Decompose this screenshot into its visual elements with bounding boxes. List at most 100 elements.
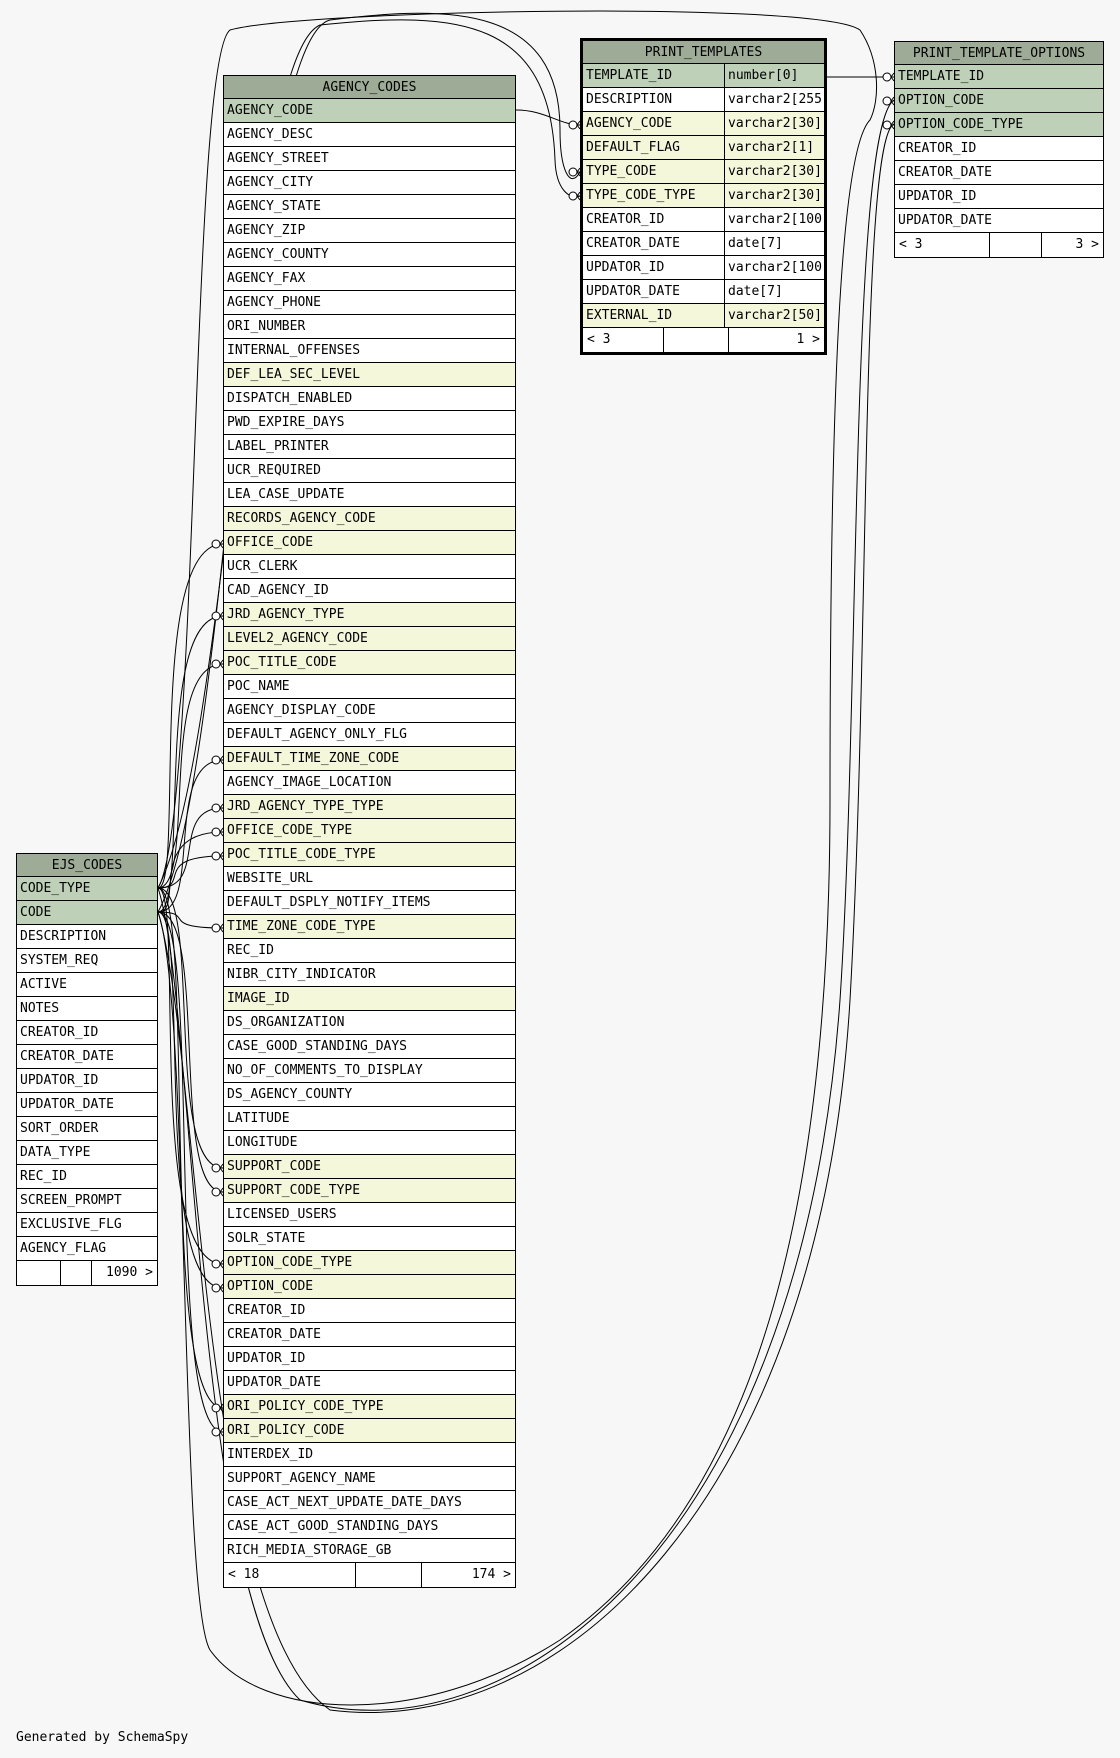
column-row[interactable]: LABEL_PRINTER [224, 435, 515, 459]
column-row[interactable]: ACTIVE [17, 973, 157, 997]
column-row[interactable]: UPDATOR_ID [895, 185, 1103, 209]
column-row[interactable]: SOLR_STATE [224, 1227, 515, 1251]
column-row[interactable]: DATA_TYPE [17, 1141, 157, 1165]
column-row[interactable]: NIBR_CITY_INDICATOR [224, 963, 515, 987]
column-row[interactable]: AGENCY_ZIP [224, 219, 515, 243]
column-row[interactable]: AGENCY_CITY [224, 171, 515, 195]
column-row[interactable]: AGENCY_DESC [224, 123, 515, 147]
column-row[interactable]: AGENCY_STATE [224, 195, 515, 219]
parent-count[interactable]: < 3 [895, 233, 990, 257]
column-row[interactable]: CASE_ACT_NEXT_UPDATE_DATE_DAYS [224, 1491, 515, 1515]
column-row[interactable]: SUPPORT_CODE_TYPE [224, 1179, 515, 1203]
column-row[interactable]: OPTION_CODE [895, 89, 1103, 113]
column-row[interactable]: CREATOR_DATE [224, 1323, 515, 1347]
column-row[interactable]: JRD_AGENCY_TYPE [224, 603, 515, 627]
column-row[interactable]: LICENSED_USERS [224, 1203, 515, 1227]
parent-count[interactable]: < 3 [583, 328, 664, 352]
column-row[interactable]: RICH_MEDIA_STORAGE_GB [224, 1539, 515, 1563]
table-title[interactable]: EJS_CODES [17, 854, 157, 877]
column-row[interactable]: DEFAULT_TIME_ZONE_CODE [224, 747, 515, 771]
column-row[interactable]: AGENCY_DISPLAY_CODE [224, 699, 515, 723]
column-row[interactable]: RECORDS_AGENCY_CODE [224, 507, 515, 531]
column-row[interactable]: LEVEL2_AGENCY_CODE [224, 627, 515, 651]
column-row[interactable]: CREATOR_ID [224, 1299, 515, 1323]
column-row[interactable]: CASE_ACT_GOOD_STANDING_DAYS [224, 1515, 515, 1539]
child-count[interactable]: 3 > [1075, 237, 1099, 252]
column-row[interactable]: CREATOR_DATE [895, 161, 1103, 185]
column-row[interactable]: DEFAULT_DSPLY_NOTIFY_ITEMS [224, 891, 515, 915]
column-row[interactable]: DS_ORGANIZATION [224, 1011, 515, 1035]
column-row[interactable]: NOTES [17, 997, 157, 1021]
column-row[interactable]: NO_OF_COMMENTS_TO_DISPLAY [224, 1059, 515, 1083]
parent-count[interactable]: < 18 [224, 1563, 356, 1587]
column-row[interactable]: AGENCY_COUNTY [224, 243, 515, 267]
column-row[interactable]: UPDATOR_ID [224, 1347, 515, 1371]
column-row[interactable]: CASE_GOOD_STANDING_DAYS [224, 1035, 515, 1059]
column-row[interactable]: INTERDEX_ID [224, 1443, 515, 1467]
column-row[interactable]: REC_ID [224, 939, 515, 963]
column-row[interactable]: LEA_CASE_UPDATE [224, 483, 515, 507]
column-row[interactable]: LONGITUDE [224, 1131, 515, 1155]
column-row[interactable]: OFFICE_CODE_TYPE [224, 819, 515, 843]
column-row[interactable]: UPDATOR_DATE [17, 1093, 157, 1117]
column-row[interactable]: AGENCY_CODE [224, 99, 515, 123]
column-row[interactable]: SYSTEM_REQ [17, 949, 157, 973]
column-row[interactable]: IMAGE_ID [224, 987, 515, 1011]
column-row[interactable]: UCR_CLERK [224, 555, 515, 579]
column-row[interactable]: CREATOR_DATE [17, 1045, 157, 1069]
column-row[interactable]: JRD_AGENCY_TYPE_TYPE [224, 795, 515, 819]
child-count[interactable]: 1090 > [106, 1265, 153, 1280]
table-title[interactable]: PRINT_TEMPLATE_OPTIONS [895, 42, 1103, 65]
column-row[interactable]: AGENCY_STREET [224, 147, 515, 171]
column-row[interactable]: UCR_REQUIRED [224, 459, 515, 483]
column-row[interactable]: TEMPLATE_ID [895, 65, 1103, 89]
column-row[interactable]: AGENCY_PHONE [224, 291, 515, 315]
table-title[interactable]: AGENCY_CODES [224, 76, 515, 99]
column-row[interactable]: DEF_LEA_SEC_LEVEL [224, 363, 515, 387]
column-row[interactable]: ORI_NUMBER [224, 315, 515, 339]
column-row[interactable]: SCREEN_PROMPT [17, 1189, 157, 1213]
column-row[interactable]: UPDATOR_ID [17, 1069, 157, 1093]
column-row[interactable]: SORT_ORDER [17, 1117, 157, 1141]
column-row[interactable]: REC_ID [17, 1165, 157, 1189]
column-row[interactable]: AGENCY_IMAGE_LOCATION [224, 771, 515, 795]
column-row[interactable]: PWD_EXPIRE_DAYS [224, 411, 515, 435]
column-row[interactable]: OPTION_CODE [224, 1275, 515, 1299]
column-row[interactable]: SUPPORT_CODE [224, 1155, 515, 1179]
column-row[interactable]: OFFICE_CODE [224, 531, 515, 555]
column-row[interactable]: ORI_POLICY_CODE_TYPE [224, 1395, 515, 1419]
column-row[interactable]: DESCRIPTION [17, 925, 157, 949]
column-row[interactable]: WEBSITE_URL [224, 867, 515, 891]
column-row[interactable]: CREATOR_ID [895, 137, 1103, 161]
column-row[interactable]: TIME_ZONE_CODE_TYPE [224, 915, 515, 939]
child-count[interactable]: 174 > [471, 1567, 511, 1582]
column-row[interactable]: CAD_AGENCY_ID [224, 579, 515, 603]
column-row[interactable]: EXCLUSIVE_FLG [17, 1213, 157, 1237]
column-row[interactable]: DS_AGENCY_COUNTY [224, 1083, 515, 1107]
column-row[interactable]: ORI_POLICY_CODE [224, 1419, 515, 1443]
parent-count[interactable] [17, 1261, 61, 1285]
column-row[interactable]: UPDATOR_DATE [224, 1371, 515, 1395]
column-row[interactable]: LATITUDE [224, 1107, 515, 1131]
column-row[interactable]: OPTION_CODE_TYPE [224, 1251, 515, 1275]
column-row[interactable]: DEFAULT_AGENCY_ONLY_FLG [224, 723, 515, 747]
table-title[interactable]: PRINT_TEMPLATES [583, 41, 824, 64]
column-row[interactable]: AGENCY_FLAG [17, 1237, 157, 1261]
column-row[interactable]: SUPPORT_AGENCY_NAME [224, 1467, 515, 1491]
column-row[interactable]: INTERNAL_OFFENSES [224, 339, 515, 363]
column-row[interactable]: POC_NAME [224, 675, 515, 699]
column-row[interactable]: CREATOR_ID [17, 1021, 157, 1045]
